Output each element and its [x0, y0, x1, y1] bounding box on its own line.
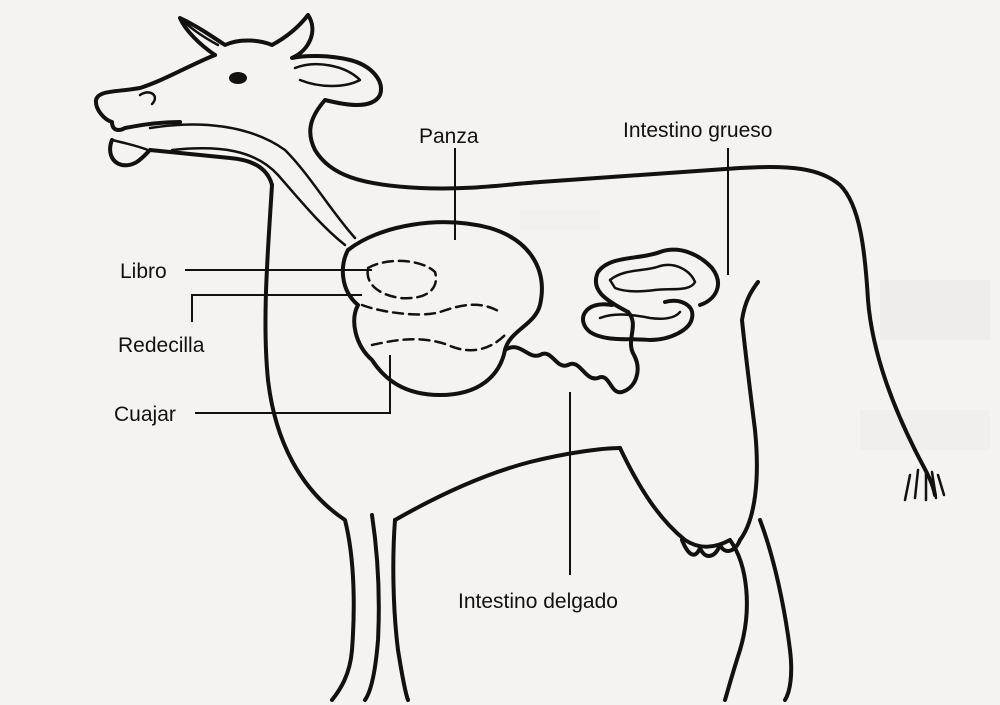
- cow-eye-icon: [229, 72, 247, 84]
- cow-ear: [295, 64, 360, 86]
- leader-redecilla: [192, 295, 362, 322]
- cow-nostril-icon: [140, 92, 155, 104]
- cow-head: [180, 15, 915, 450]
- redecilla-reticulum: [362, 305, 500, 315]
- libro-omasum: [368, 261, 436, 298]
- cow-rear: [740, 282, 758, 540]
- esophagus: [150, 124, 355, 238]
- cuajar-abomasum: [372, 335, 505, 350]
- label-redecilla: Redecilla: [118, 334, 205, 357]
- leader-cuajar: [195, 355, 390, 413]
- cow-tail-tuft: [905, 470, 944, 500]
- cow-front-leg-2: [393, 520, 408, 700]
- cow-front-leg: [365, 515, 379, 700]
- label-panza: Panza: [419, 125, 479, 148]
- label-intestino-grueso: Intestino grueso: [623, 119, 772, 142]
- cow-hind-leg-2: [760, 520, 791, 700]
- cow-hind-leg: [620, 448, 747, 700]
- cow-face-details: [140, 18, 360, 104]
- label-libro: Libro: [120, 260, 167, 283]
- cow-tongue: [112, 140, 148, 150]
- intestino-grueso: [583, 250, 718, 340]
- esophagus-lower: [172, 148, 345, 245]
- label-intestino-delgado: Intestino delgado: [458, 590, 618, 613]
- cow-belly: [395, 448, 620, 520]
- cow-front-neck: [265, 185, 353, 700]
- cow-face: [96, 55, 215, 130]
- panza-rumen: [343, 222, 542, 395]
- label-cuajar: Cuajar: [114, 403, 176, 426]
